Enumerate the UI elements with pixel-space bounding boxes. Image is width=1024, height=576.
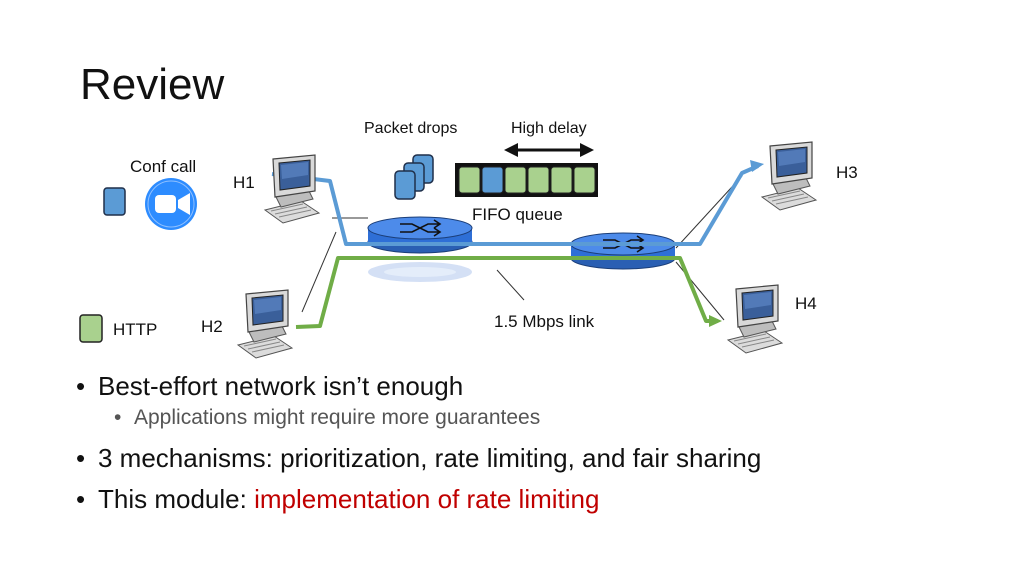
host-h4-label: H4 [795, 294, 817, 313]
conf-call-flow-arrowhead [750, 160, 764, 172]
fifo-queue-label: FIFO queue [472, 205, 563, 224]
packet-drops-label: Packet drops [364, 120, 458, 137]
bullet-item: •Best-effort network isn’t enough [76, 371, 464, 401]
link-capacity-label: 1.5 Mbps link [494, 312, 595, 331]
bullet-item: •3 mechanisms: prioritization, rate limi… [76, 443, 762, 473]
bullet-list: •Best-effort network isn’t enough •Appli… [76, 369, 761, 516]
http-flow-path [295, 256, 718, 329]
host-h1-label: H1 [233, 173, 255, 192]
host-h2-label: H2 [201, 317, 223, 336]
host-h3-label: H3 [836, 163, 858, 182]
sub-bullet-item: •Applications might require more guarant… [114, 406, 541, 429]
bullet-item: •This module: implementation of rate lim… [76, 484, 600, 514]
high-delay-label: High delay [511, 120, 587, 137]
http-packet-icon [79, 314, 103, 343]
conf-call-packet-icon [103, 187, 126, 216]
host-h1-computer [263, 154, 321, 224]
http-flow-arrowhead [709, 315, 722, 327]
host-h3-computer [760, 141, 818, 211]
slide-title: Review [80, 60, 225, 109]
http-label: HTTP [113, 320, 158, 339]
conf-call-label: Conf call [130, 157, 197, 176]
router-2 [570, 232, 676, 270]
host-h4-computer [726, 284, 784, 354]
conf-call-flow-path [271, 164, 759, 246]
host-h2-computer [236, 289, 294, 359]
router-1 [367, 216, 473, 254]
high-delay-arrow-icon [504, 143, 594, 157]
zoom-logo-icon [145, 178, 197, 230]
highlighted-text: implementation of rate limiting [254, 484, 600, 514]
link-label-pointer [496, 269, 525, 301]
fifo-queue-icon [455, 163, 598, 197]
link-h2 [301, 231, 337, 313]
dropped-packets-icon [394, 154, 434, 200]
